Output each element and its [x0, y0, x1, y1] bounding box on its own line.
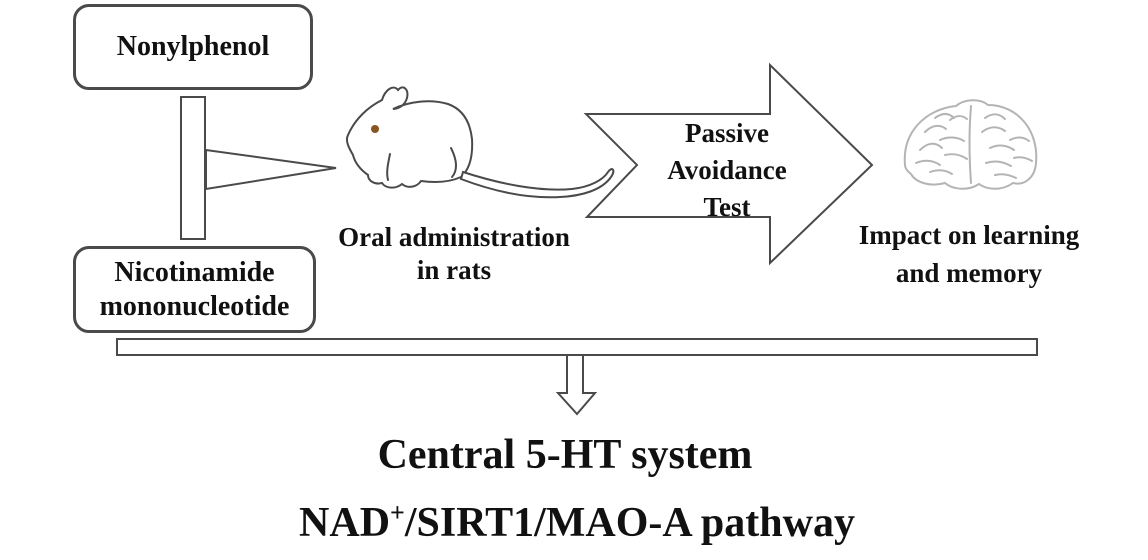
bracket-bar: [116, 338, 1038, 356]
brain-icon: [903, 99, 1038, 190]
passive-avoidance-test-label: Passive Avoidance Test: [667, 115, 787, 226]
connector-bar: [180, 96, 206, 240]
impact-label: Impact on learning and memory: [859, 216, 1080, 292]
block-arrow-icon: [583, 62, 874, 266]
impact-line2: and memory: [895, 258, 1043, 288]
passive-avoidance-line2: Avoidance: [667, 155, 787, 185]
rat-eye: [371, 125, 379, 133]
outcome-central-5ht-label: Central 5-HT system: [377, 432, 753, 478]
nmn-label-line2: mononucleotide: [99, 290, 290, 322]
funnel-connector: [180, 96, 337, 240]
passive-avoidance-line3: Test: [703, 192, 751, 222]
outcome-pathway-superscript: +: [390, 498, 405, 527]
oral-administration-line2: in rats: [416, 255, 492, 285]
outcome-pathway-suffix: /SIRT1/MAO-A pathway: [404, 500, 855, 546]
rat-icon: [345, 86, 615, 199]
nonylphenol-box: Nonylphenol: [73, 4, 313, 90]
rat-tail: [459, 168, 615, 199]
oral-administration-line1: Oral administration: [338, 222, 570, 252]
oral-administration-label: Oral administration in rats: [338, 221, 570, 287]
nicotinamide-mononucleotide-box: Nicotinamide mononucleotide: [73, 246, 316, 333]
connector-arrow-icon: [205, 148, 337, 191]
outcome-pathway-prefix: NAD: [299, 500, 391, 546]
nonylphenol-label: Nonylphenol: [116, 31, 270, 62]
down-arrow-icon: [555, 354, 598, 416]
impact-line1: Impact on learning: [858, 220, 1080, 250]
nmn-label-line1: Nicotinamide: [114, 256, 275, 288]
passive-avoidance-line1: Passive: [685, 118, 769, 148]
outcome-pathway-label: NAD+/SIRT1/MAO-A pathway: [299, 498, 855, 546]
